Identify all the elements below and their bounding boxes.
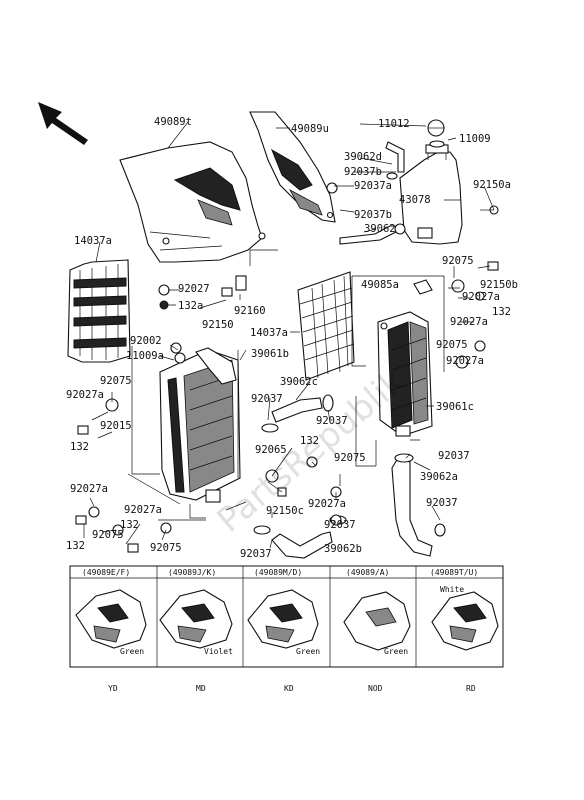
label-39062c: 39062c xyxy=(280,376,318,388)
watermark: PartsRepublik xyxy=(210,361,413,540)
label-11009a: 11009a xyxy=(126,350,164,362)
variant-cell-2: (49089J/K) Violet MD xyxy=(159,568,233,693)
label-92037-r: 92037 xyxy=(438,450,470,462)
label-11009: 11009 xyxy=(459,133,491,145)
label-39062: 39062 xyxy=(364,223,396,235)
label-92037-mid1: 92037 xyxy=(251,393,283,405)
label-92065: 92065 xyxy=(255,444,287,456)
label-49089t: 49089t xyxy=(154,116,192,128)
label-92027-top: 92027 xyxy=(178,283,210,295)
label-92027a-l2: 92027a xyxy=(70,483,108,495)
label-132-l2: 132 xyxy=(120,519,139,531)
variant-header-3: (49089M/D) xyxy=(254,568,302,577)
label-92075-top: 92075 xyxy=(442,255,474,267)
label-92150: 92150 xyxy=(202,319,234,331)
label-92037a-top: 92037a xyxy=(354,180,392,192)
part-labels: 49089t 49089u 11012 11009 39062d 92037b … xyxy=(66,116,518,560)
label-39061c: 39061c xyxy=(436,401,474,413)
hose-39062c xyxy=(271,397,323,423)
label-92075-l3: 92075 xyxy=(150,542,182,554)
direction-arrow-icon xyxy=(38,102,88,145)
variant-color-5: White xyxy=(440,585,464,594)
variant-color-1: Green xyxy=(120,647,144,656)
label-92150b: 92150b xyxy=(480,279,518,291)
radiator-guard-right xyxy=(297,271,355,381)
radiator-shroud-left xyxy=(119,141,266,263)
label-92037b-top: 92037b xyxy=(344,166,382,178)
hose-39062b xyxy=(271,531,333,559)
label-43078: 43078 xyxy=(399,194,431,206)
label-92027a-l1: 92027a xyxy=(66,389,104,401)
label-92037-mid2: 92037 xyxy=(316,415,348,427)
leader-lines xyxy=(83,121,495,549)
label-11012: 11012 xyxy=(378,118,410,130)
label-132-l3: 132 xyxy=(66,540,85,552)
label-49089u: 49089u xyxy=(291,123,329,135)
radiator-left xyxy=(159,347,241,503)
label-49085a: 49085a xyxy=(361,279,399,291)
label-92037-r2: 92037 xyxy=(426,497,458,509)
label-92075-r2: 92075 xyxy=(436,339,468,351)
variant-cell-1: (49089E/F) Green YD xyxy=(75,568,147,693)
label-14037a-left: 14037a xyxy=(74,235,112,247)
variant-color-4: Green xyxy=(384,647,408,656)
radiator-shroud-right xyxy=(249,111,336,223)
variant-code-3: KD xyxy=(284,684,294,693)
label-92075-mid: 92075 xyxy=(334,452,366,464)
label-92150a: 92150a xyxy=(473,179,511,191)
label-92015: 92015 xyxy=(100,420,132,432)
label-39062a: 39062a xyxy=(420,471,458,483)
label-132a: 132a xyxy=(178,300,203,312)
variant-color-3: Green xyxy=(296,647,320,656)
variant-code-5: RD xyxy=(466,684,476,693)
label-92027a-mid: 92027a xyxy=(308,498,346,510)
variant-header-2: (49089J/K) xyxy=(168,568,216,577)
label-92075-l1: 92075 xyxy=(100,375,132,387)
variant-cell-4: (49089/A) Green NOD xyxy=(343,568,411,693)
variant-color-2: Violet xyxy=(204,647,233,656)
label-39062d: 39062d xyxy=(344,151,382,163)
label-39062b: 39062b xyxy=(324,543,362,555)
label-92027a-r2: 92027a xyxy=(450,316,488,328)
label-92027a-l3: 92027a xyxy=(124,504,162,516)
label-132-r: 132 xyxy=(492,306,511,318)
variant-code-4: NOD xyxy=(368,684,383,693)
variant-header-4: (49089/A) xyxy=(346,568,389,577)
radiator-guard-left xyxy=(67,259,131,363)
variant-cell-5: (49089T/U) White RD xyxy=(430,568,499,693)
variant-table xyxy=(69,565,504,668)
label-92027a-r3: 92027a xyxy=(446,355,484,367)
label-132-mid: 132 xyxy=(300,435,319,447)
label-92037b-mid: 92037b xyxy=(354,209,392,221)
label-92027a-r1: 92027a xyxy=(462,291,500,303)
variant-header-5: (49089T/U) xyxy=(430,568,478,577)
label-92037-mid3: 92037 xyxy=(324,519,356,531)
label-92150c: 92150c xyxy=(266,505,304,517)
hose-39062d xyxy=(385,141,405,173)
label-39061b: 39061b xyxy=(251,348,289,360)
label-92002: 92002 xyxy=(130,335,162,347)
reservoir-tank xyxy=(399,119,463,245)
variant-code-1: YD xyxy=(108,684,118,693)
label-132-l1: 132 xyxy=(70,441,89,453)
variant-header-1: (49089E/F) xyxy=(82,568,130,577)
label-92037-bot: 92037 xyxy=(240,548,272,560)
variant-code-2: MD xyxy=(196,684,206,693)
radiator-right xyxy=(377,311,433,437)
label-14037a-right: 14037a xyxy=(250,327,288,339)
label-92160: 92160 xyxy=(234,305,266,317)
label-92075-l2: 92075 xyxy=(92,529,124,541)
variant-cell-3: (49089M/D) Green KD xyxy=(247,568,320,693)
